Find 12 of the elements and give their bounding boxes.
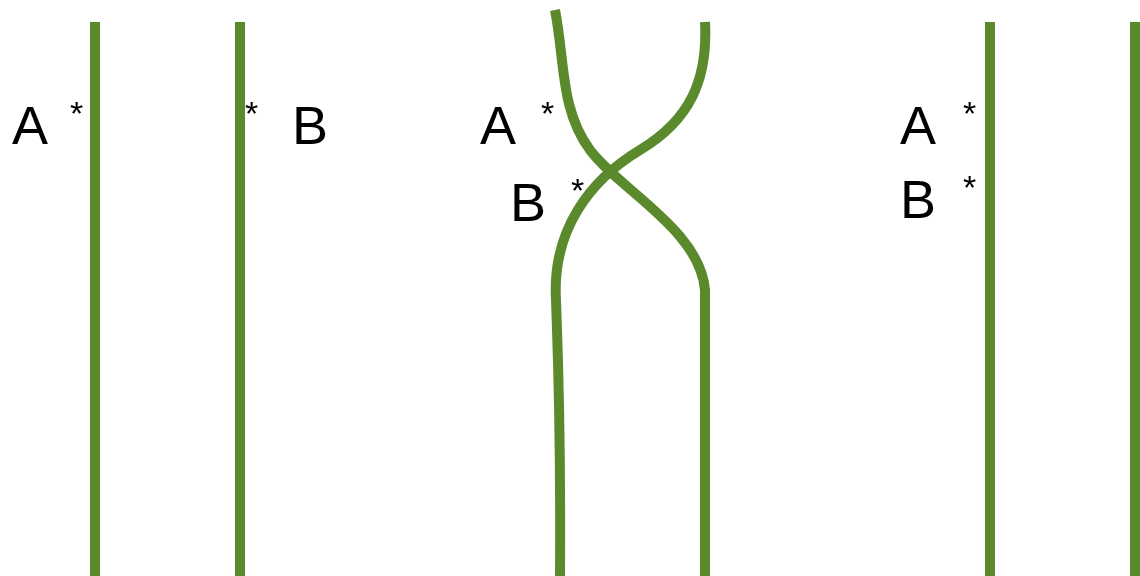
locus-mark: * bbox=[571, 173, 585, 207]
locus-mark: * bbox=[70, 96, 84, 130]
gene-label: A bbox=[900, 98, 937, 152]
locus-mark: * bbox=[963, 170, 977, 204]
gene-label: B bbox=[292, 98, 329, 152]
gene-label: B bbox=[510, 175, 547, 229]
gene-label: B bbox=[900, 172, 937, 226]
gene-label: A bbox=[12, 98, 49, 152]
locus-mark: * bbox=[541, 96, 555, 130]
locus-mark: * bbox=[245, 96, 259, 130]
locus-mark: * bbox=[963, 96, 977, 130]
gene-label: A bbox=[480, 98, 517, 152]
